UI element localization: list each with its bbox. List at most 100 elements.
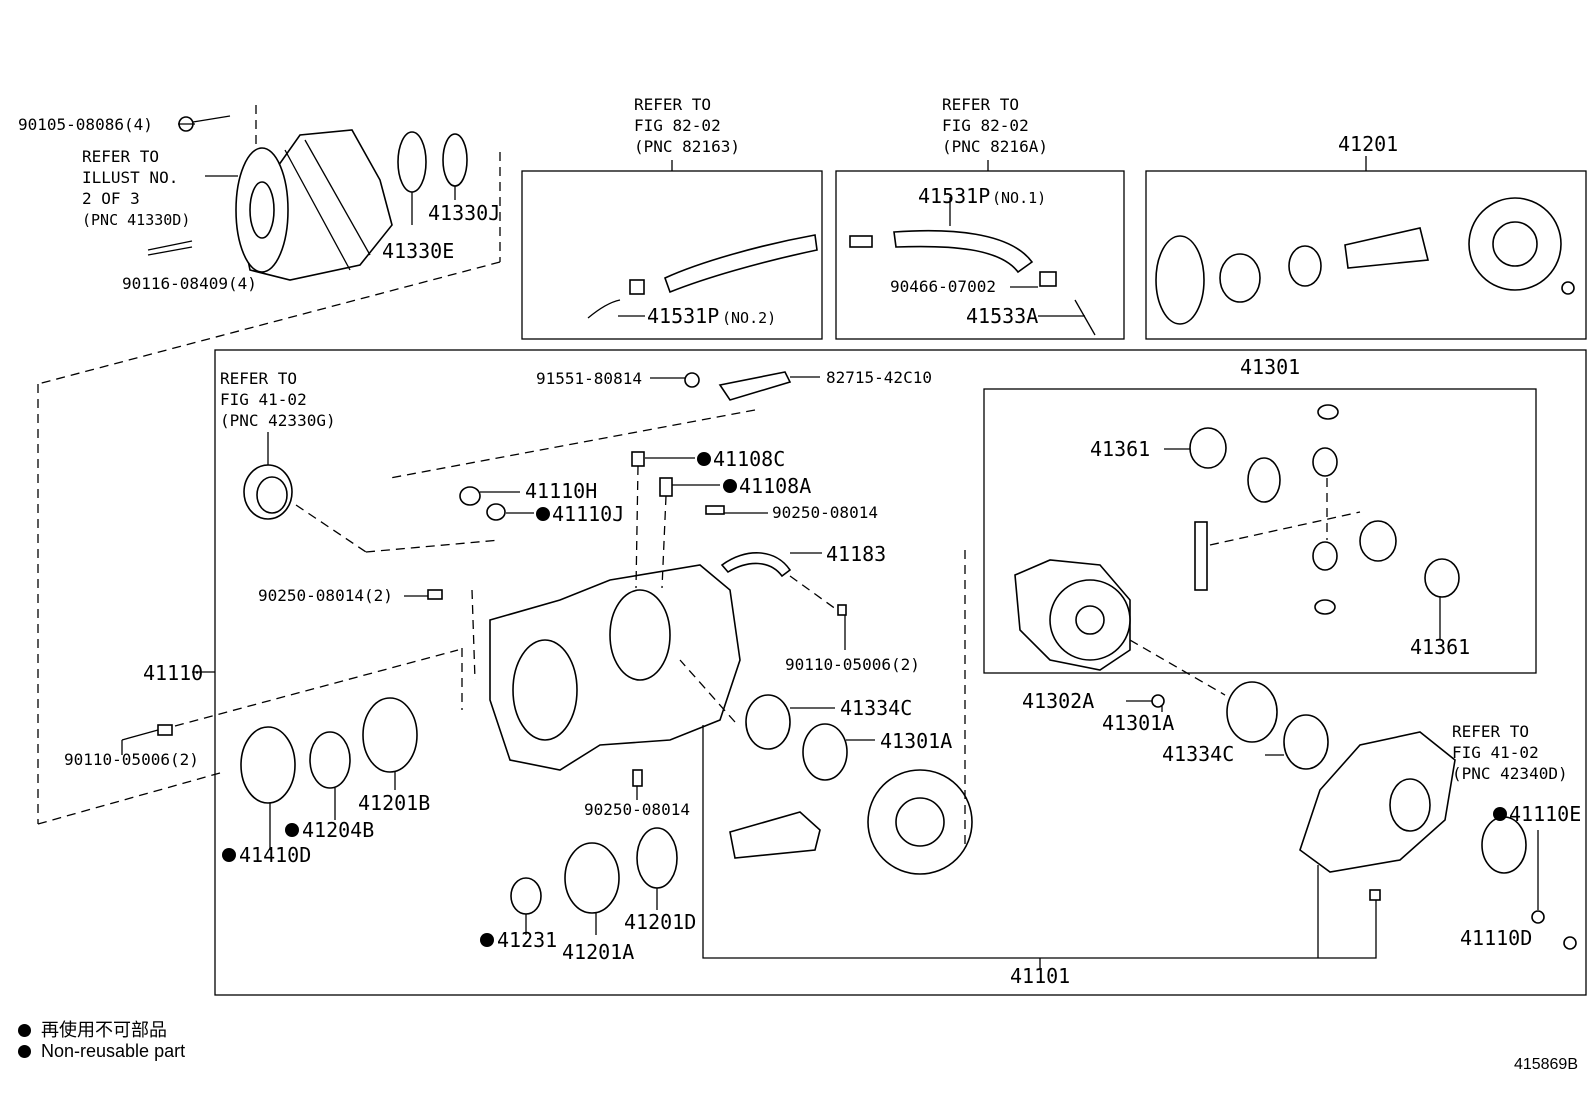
label-82715-42C10: 82715-42C10 — [826, 368, 932, 387]
label-41301A-a: 41301A — [880, 729, 952, 753]
label-41110D: 41110D — [1460, 926, 1532, 950]
label-90110-05006-right: 90110-05006(2) — [785, 655, 920, 674]
ref-illust-line3: 2 OF 3 — [82, 189, 140, 208]
ref-42330G-line3: (PNC 42330G) — [220, 411, 336, 430]
shim-41201D-part — [636, 827, 678, 889]
bearing-41201B-part — [362, 697, 418, 773]
rear-cover-part — [235, 129, 393, 281]
label-41183: 41183 — [826, 542, 886, 566]
label-90466-07002: 90466-07002 — [890, 277, 996, 296]
label-41531P-no2-suffix: (NO.2) — [722, 309, 776, 327]
label-41110J: 41110J — [552, 502, 624, 526]
figure-code: 415869B — [1513, 1056, 1578, 1073]
label-41101: 41101 — [1010, 964, 1070, 988]
race-41334C-b-part — [1283, 714, 1329, 770]
diff-gears-part — [1189, 404, 1460, 615]
nut-41204B-part — [309, 731, 351, 789]
bolt-90110-left-part — [121, 724, 173, 741]
label-41108C: 41108C — [713, 447, 785, 471]
label-41301: 41301 — [1240, 355, 1300, 379]
label-41231: 41231 — [497, 928, 557, 952]
label-90105-08086: 90105-08086(4) — [18, 115, 153, 134]
label-90250-08014-top: 90250-08014 — [772, 503, 878, 522]
label-41531P-no1: 41531P — [918, 184, 990, 208]
label-41334C-a: 41334C — [840, 696, 912, 720]
label-41301A-b: 41301A — [1102, 711, 1174, 735]
ref-42340D-line3: (PNC 42340D) — [1452, 764, 1568, 783]
case-41110-part — [489, 564, 741, 771]
nonreusable-dot-41108C — [697, 452, 711, 466]
ref-8216A-line1: REFER TO — [942, 95, 1019, 114]
breather-parts — [459, 451, 725, 521]
ref-42330G-line1: REFER TO — [220, 369, 297, 388]
ref-illust-line1: REFER TO — [82, 147, 159, 166]
plate-41183-part — [720, 552, 792, 578]
legend-chinese: 再使用不可部品 — [18, 1016, 167, 1042]
label-41330E: 41330E — [382, 239, 454, 263]
stud-90116-part — [147, 240, 193, 256]
ref-82163-line1: REFER TO — [634, 95, 711, 114]
ring-gear-part — [729, 769, 973, 875]
label-41361-lower: 41361 — [1410, 635, 1470, 659]
spacer-41301A-a-part — [802, 723, 848, 781]
label-41533A: 41533A — [966, 304, 1038, 328]
nonreusable-dot-41204B — [285, 823, 299, 837]
legend-english: Non-reusable part — [18, 1041, 185, 1062]
legend-chinese-text: 再使用不可部品 — [41, 1020, 167, 1040]
label-90250-08014-2: 90250-08014(2) — [258, 586, 393, 605]
label-41110H: 41110H — [525, 479, 597, 503]
label-41201A: 41201A — [562, 940, 634, 964]
ref-illust-line2: ILLUST NO. — [82, 168, 178, 187]
label-41201B: 41201B — [358, 791, 430, 815]
label-41410D: 41410D — [239, 843, 311, 867]
nonreusable-dot-41410D — [222, 848, 236, 862]
ref-42340D-line2: FIG 41-02 — [1452, 743, 1539, 762]
bearing-41334C-a-part — [745, 694, 791, 750]
box-hose-no1 — [835, 170, 1125, 340]
legend-english-text: Non-reusable part — [41, 1041, 186, 1061]
label-90110-05006-left: 90110-05006(2) — [64, 750, 199, 769]
label-90250-08014-bottom: 90250-08014 — [584, 800, 690, 819]
bearing-41201A-part — [564, 842, 620, 914]
box-41301 — [983, 388, 1537, 674]
legend-dot-icon — [18, 1024, 31, 1037]
label-41201D: 41201D — [624, 910, 696, 934]
legend-dot-icon — [18, 1045, 31, 1058]
seal-41410D-part — [240, 726, 296, 804]
label-41110: 41110 — [143, 661, 203, 685]
pinion-kit-41201-part — [1155, 197, 1575, 325]
ref-42330G-line2: FIG 41-02 — [220, 390, 307, 409]
label-41361-upper: 41361 — [1090, 437, 1150, 461]
ring-41330J-part — [442, 133, 468, 187]
ref-8216A-line2: FIG 82-02 — [942, 116, 1029, 135]
nonreusable-dot-41108A — [723, 479, 737, 493]
spacer-41231-part — [510, 877, 542, 915]
nonreusable-dot-41110E — [1493, 807, 1507, 821]
bearing-41334C-b-part — [1226, 681, 1278, 743]
ref-illust-line4: (PNC 41330D) — [82, 211, 190, 229]
label-41108A: 41108A — [739, 474, 811, 498]
label-41110E: 41110E — [1509, 802, 1581, 826]
diff-case-part — [1014, 559, 1131, 671]
hose-41531P-no1-part — [849, 229, 1096, 336]
label-91551-80814: 91551-80814 — [536, 369, 642, 388]
seal-42330G-part — [243, 464, 293, 520]
label-41204B: 41204B — [302, 818, 374, 842]
hose-41531P-no2-part — [587, 234, 818, 319]
nonreusable-dot-41110J — [536, 507, 550, 521]
ref-82163-line2: FIG 82-02 — [634, 116, 721, 135]
nonreusable-dot-41231 — [480, 933, 494, 947]
ref-8216A-line3: (PNC 8216A) — [942, 137, 1048, 156]
label-41330J: 41330J — [428, 201, 500, 225]
label-41531P-no2: 41531P — [647, 304, 719, 328]
cover-42340D-part — [1299, 731, 1456, 873]
label-90116-08409: 90116-08409(4) — [122, 274, 257, 293]
label-41302A: 41302A — [1022, 689, 1094, 713]
ref-42340D-line1: REFER TO — [1452, 722, 1529, 741]
label-41531P-no1-suffix: (NO.1) — [992, 189, 1046, 207]
label-41201: 41201 — [1338, 132, 1398, 156]
bracket-82715-part — [684, 371, 792, 401]
ref-82163-line3: (PNC 82163) — [634, 137, 740, 156]
ring-41330E-part — [397, 131, 427, 193]
